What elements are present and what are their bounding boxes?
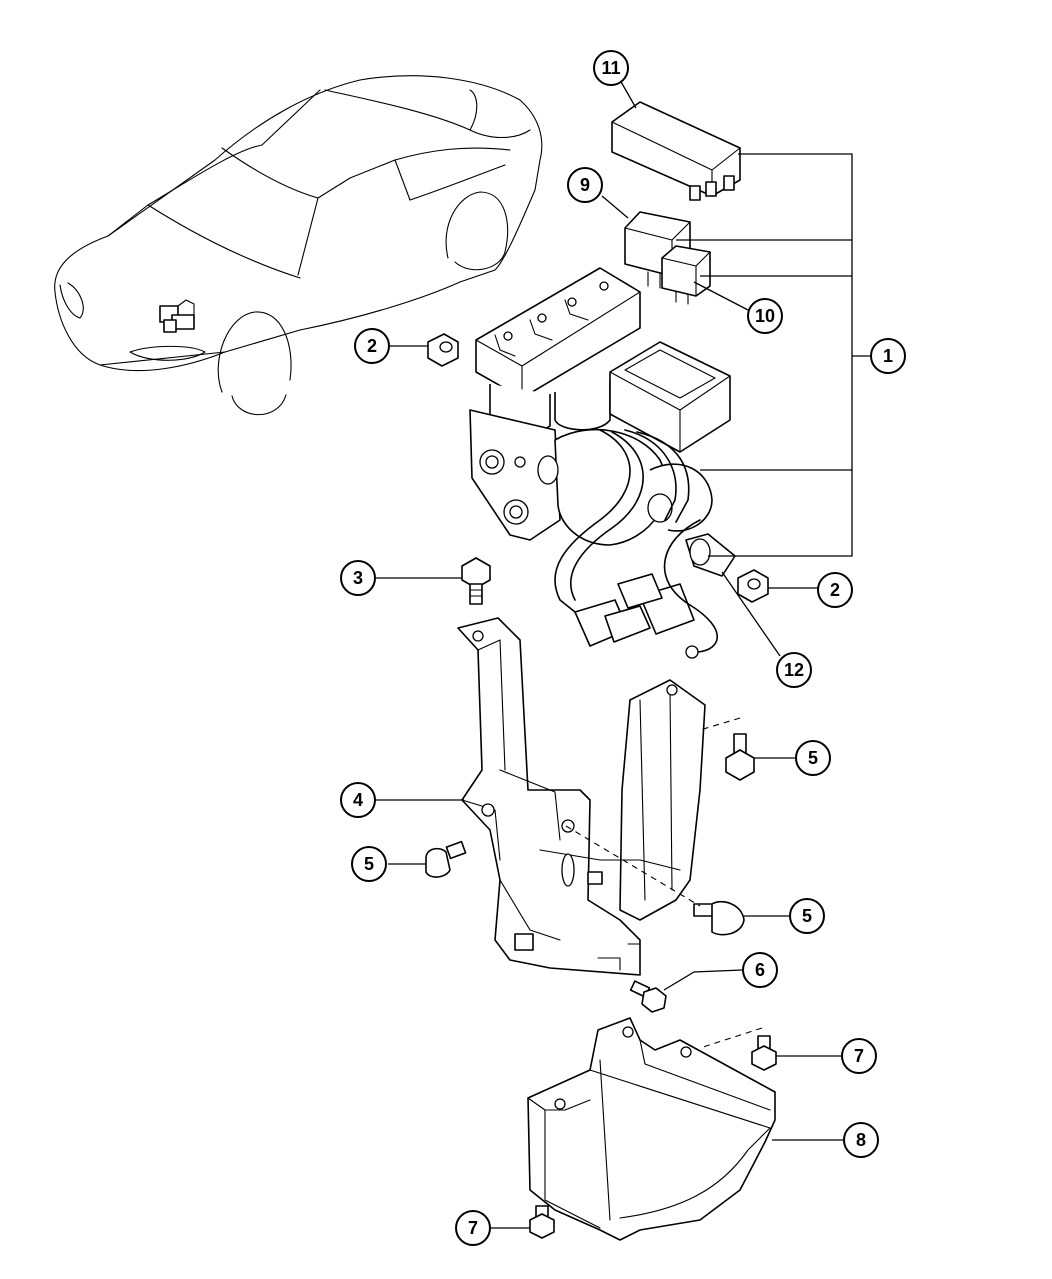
svg-text:5: 5 [808,748,818,768]
callout-5-right-upper: 5 [795,740,831,776]
svg-text:1: 1 [883,346,893,366]
bolt-7-upper [751,1035,777,1071]
callout-6: 6 [742,952,778,988]
svg-text:11: 11 [601,58,620,78]
callout-8: 8 [843,1122,879,1158]
callout-1: 1 [870,338,906,374]
svg-text:4: 4 [353,790,363,810]
relay-10 [661,245,711,305]
callout-2-upper: 2 [354,328,390,364]
callout-11: 11 [593,50,629,86]
svg-text:2: 2 [367,336,377,356]
callout-7-upper: 7 [841,1038,877,1074]
alignment-lines [565,717,763,1049]
svg-text:5: 5 [802,906,812,926]
callout-7-lower: 7 [455,1210,491,1246]
abs-location-marker [159,299,195,333]
callout-4: 4 [340,782,376,818]
svg-text:12: 12 [784,660,804,680]
bolt-3 [461,557,491,605]
svg-text:8: 8 [856,1130,866,1150]
svg-text:5: 5 [364,854,374,874]
callout-12: 12 [776,652,812,688]
callout-9: 9 [567,167,603,203]
svg-text:3: 3 [353,568,363,588]
callout-5-left: 5 [351,846,387,882]
svg-text:2: 2 [830,580,840,600]
leader-lines [376,79,870,1229]
callout-3: 3 [340,560,376,596]
vehicle-outline [54,75,543,416]
bolt-5-left [425,840,467,878]
nut-2-lower [737,569,769,603]
bolt-7-lower [529,1205,555,1239]
abs-hydraulic-unit [469,267,736,659]
bolt-5-right-lower [693,900,745,936]
svg-text:9: 9 [580,175,590,195]
svg-text:6: 6 [755,960,765,980]
svg-text:7: 7 [854,1046,864,1066]
bolt-5-right-upper [725,733,755,781]
callouts: 11 9 10 1 2 3 2 12 [340,50,906,1246]
bracket-4 [457,617,706,976]
callout-10: 10 [747,298,783,334]
module-11 [611,101,741,201]
nut-2-upper [427,333,459,367]
svg-text:10: 10 [755,306,775,326]
callout-2-lower: 2 [817,572,853,608]
callout-5-right-lower: 5 [789,898,825,934]
bolt-6 [629,980,667,1013]
svg-text:7: 7 [468,1218,478,1238]
shield-8 [527,1017,776,1241]
